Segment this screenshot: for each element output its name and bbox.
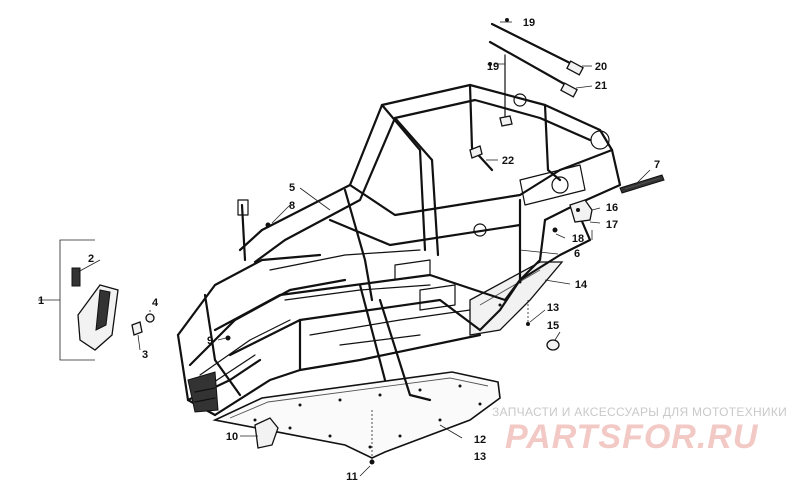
floor-skid-plate <box>212 371 501 459</box>
grille-assembly <box>59 239 155 361</box>
leader-lines <box>38 21 651 477</box>
callout-labels: 1 2 3 4 5 6 7 8 9 10 11 12 13 13 14 15 1… <box>38 17 660 483</box>
callout-11: 11 <box>346 471 358 483</box>
callout-6: 6 <box>574 248 580 260</box>
watermark-caption: ЗАПЧАСТИ И АКСЕССУАРЫ ДЛЯ МОТОТЕХНИКИ <box>492 405 788 419</box>
callout-13-lower: 13 <box>474 451 486 463</box>
rear-crossbars <box>488 22 584 121</box>
small-hardware <box>225 18 560 465</box>
callout-18: 18 <box>572 233 584 245</box>
callout-2: 2 <box>88 253 94 265</box>
watermark-logo: PARTSFOR.RU <box>505 418 759 456</box>
callout-9: 9 <box>207 335 213 347</box>
callout-7: 7 <box>654 159 660 171</box>
callout-13-upper: 13 <box>547 302 559 314</box>
callout-21: 21 <box>595 80 607 92</box>
callout-12: 12 <box>474 434 486 446</box>
callout-20: 20 <box>595 61 607 73</box>
callout-5: 5 <box>289 182 295 194</box>
callout-14: 14 <box>575 279 588 291</box>
rear-strip <box>619 174 665 194</box>
callout-19-mid: 19 <box>487 61 499 73</box>
callout-15: 15 <box>547 320 559 332</box>
callout-16: 16 <box>606 202 618 214</box>
callout-19-top: 19 <box>523 17 535 29</box>
main-frame <box>176 83 622 417</box>
callout-8: 8 <box>289 200 295 212</box>
callout-17: 17 <box>606 219 618 231</box>
callout-3: 3 <box>142 349 148 361</box>
callout-4: 4 <box>152 297 159 309</box>
callout-1: 1 <box>38 295 44 307</box>
rear-bracket <box>569 199 593 223</box>
callout-22: 22 <box>502 155 514 167</box>
callout-10: 10 <box>226 431 238 443</box>
